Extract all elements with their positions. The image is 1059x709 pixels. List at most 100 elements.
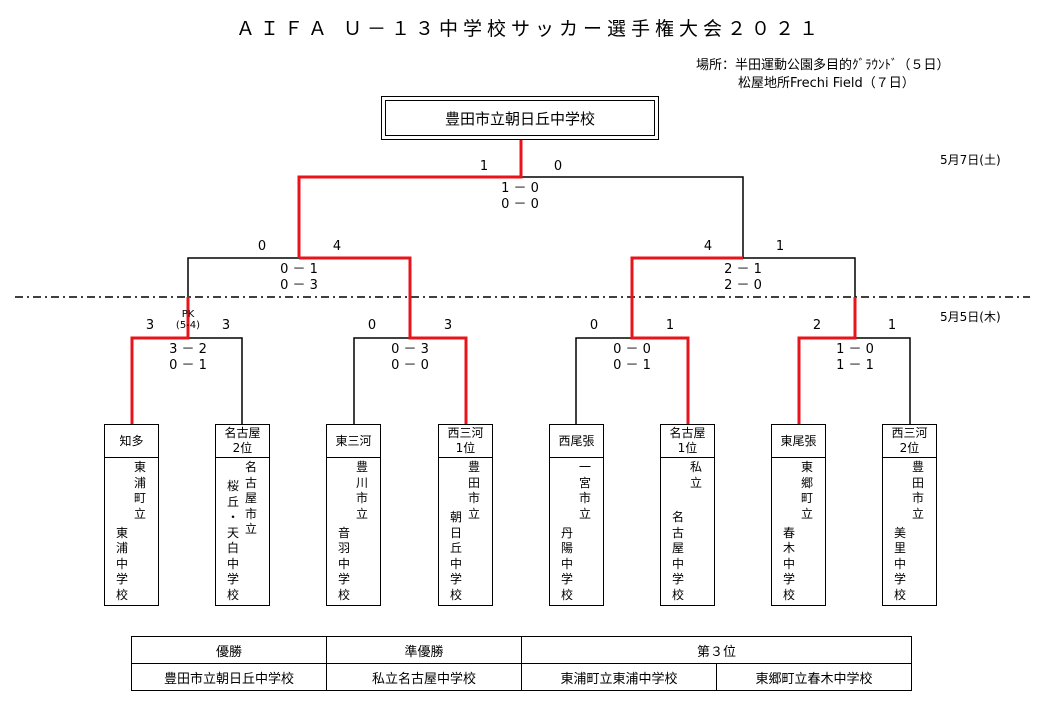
team-school-name: 美里中学校 [893, 525, 906, 602]
winner-value: 豊田市立朝日丘中学校 [131, 663, 327, 691]
sf2-halves: 2 － 1 2 － 0 [703, 262, 783, 294]
team-region-line: 名古屋 [669, 426, 706, 440]
team-region-line: 知多 [119, 433, 144, 448]
final-date: 5月7日(土) [940, 153, 1001, 167]
qf4-right-line [855, 337, 911, 424]
header-third: 第３位 [521, 636, 912, 664]
team-school-name: 丹陽中学校 [560, 525, 573, 602]
sf1-left-line [187, 257, 299, 297]
qf4-half-1: 1 － 0 [836, 342, 874, 357]
team-school-name: 音羽中学校 [337, 525, 350, 602]
header-runner-up: 準優勝 [326, 636, 522, 664]
qf1-pk-score: (5-4) [175, 320, 201, 331]
team-region-line: 名古屋 [224, 426, 261, 440]
qf4-half-2: 1 － 1 [836, 358, 874, 373]
qf3-left-line [575, 337, 632, 424]
sf2-half-1: 2 － 1 [724, 262, 762, 277]
qf3-half-1: 0 － 0 [613, 342, 651, 357]
sf1-winner-line [297, 140, 523, 258]
header-winner: 優勝 [131, 636, 327, 664]
team-region: 知多 [105, 425, 158, 458]
results-table: 優勝 準優勝 第３位 豊田市立朝日丘中学校 私立名古屋中学校 東浦町立東浦中学校… [131, 636, 912, 691]
sf2-left-score: 4 [703, 239, 713, 254]
sf2-right-line [743, 257, 856, 297]
champion-box: 豊田市立朝日丘中学校 [381, 96, 659, 140]
qf3-left-score: 0 [589, 318, 599, 333]
champion-name: 豊田市立朝日丘中学校 [385, 100, 655, 136]
team-school-name: 名古屋中学校 [671, 510, 684, 602]
team-region-line: 1位 [455, 441, 476, 455]
team-region-line: 東三河 [335, 433, 372, 448]
sf1-half-2: 0 － 3 [280, 278, 318, 293]
team-school-name: 東浦中学校 [115, 525, 128, 602]
sf2-half-2: 2 － 0 [724, 278, 762, 293]
sf1-right-score: 4 [332, 239, 342, 254]
qf1-winner-line [130, 297, 190, 424]
sf1-half-1: 0 － 1 [280, 262, 318, 277]
round1-date: 5月5日(木) [940, 310, 1001, 324]
team-box: 東三河豊川市立音羽中学校 [326, 424, 381, 606]
venue-info: 場所：半田運動公園多目的ｸﾞﾗｳﾝﾄﾞ（５日） 松屋地所Frechi Field… [696, 57, 950, 93]
qf4-winner-line [797, 297, 857, 424]
team-school-municipality: 私立 [689, 460, 702, 490]
team-school-municipality: 豊田市立 [467, 460, 480, 521]
qf3-winner-line [630, 256, 743, 424]
team-school: 東郷町立春木中学校 [772, 458, 825, 605]
team-school: 名古屋市立桜丘・天白中学校 [216, 458, 269, 605]
qf2-left-score: 0 [367, 318, 377, 333]
team-school-municipality: 豊田市立 [911, 460, 924, 521]
qf1-left-score: 3 [145, 318, 155, 333]
team-region: 西尾張 [550, 425, 603, 458]
results-header-row: 優勝 準優勝 第３位 [131, 636, 912, 664]
team-school: 一宮市立丹陽中学校 [550, 458, 603, 605]
team-region-line: 1位 [677, 441, 698, 455]
team-school-name: 桜丘・天白中学校 [226, 479, 239, 602]
venue-line-1: 場所：半田運動公園多目的ｸﾞﾗｳﾝﾄﾞ（５日） [696, 58, 950, 73]
team-box: 知多東浦町立東浦中学校 [104, 424, 159, 606]
team-box: 西尾張一宮市立丹陽中学校 [549, 424, 604, 606]
team-box: 東尾張東郷町立春木中学校 [771, 424, 826, 606]
team-school: 豊川市立音羽中学校 [327, 458, 380, 605]
team-region-line: 西三河 [447, 426, 484, 440]
team-region-line: 東尾張 [780, 433, 817, 448]
qf3-halves: 0 － 0 0 － 1 [592, 342, 672, 374]
final-right-line [521, 176, 744, 258]
qf2-left-line [353, 337, 410, 424]
sf2-right-score: 1 [775, 239, 785, 254]
team-region-line: 西尾張 [558, 433, 595, 448]
final-left-score: 1 [479, 159, 489, 174]
qf3-right-score: 1 [665, 318, 675, 333]
sf1-halves: 0 － 1 0 － 3 [259, 262, 339, 294]
qf1-halves: 3 － 2 0 － 1 [148, 342, 228, 374]
qf2-halves: 0 － 3 0 － 0 [370, 342, 450, 374]
qf1-right-line [188, 337, 243, 424]
qf1-half-2: 0 － 1 [169, 358, 207, 373]
final-half-1: 1 － 0 [501, 181, 539, 196]
team-school: 私立名古屋中学校 [661, 458, 714, 605]
qf4-halves: 1 － 0 1 － 1 [815, 342, 895, 374]
page-title: ＡＩＦＡ Ｕ－１３中学校サッカー選手権大会２０２１ [235, 18, 824, 40]
team-school-name: 朝日丘中学校 [449, 510, 462, 602]
qf1-pk-label: PK [181, 309, 195, 320]
team-school-municipality: 東浦町立 [133, 460, 146, 521]
team-school: 豊田市立美里中学校 [883, 458, 936, 605]
team-school-municipality: 東郷町立 [800, 460, 813, 521]
qf4-left-score: 2 [812, 318, 822, 333]
venue-line-2: 松屋地所Frechi Field（７日） [738, 76, 915, 91]
team-school-name: 春木中学校 [782, 525, 795, 602]
team-region-line: 2位 [899, 441, 920, 455]
final-half-2: 0 － 0 [501, 197, 539, 212]
qf4-right-score: 1 [887, 318, 897, 333]
qf1-half-1: 3 － 2 [169, 342, 207, 357]
team-region: 東尾張 [772, 425, 825, 458]
qf3-half-2: 0 － 1 [613, 358, 651, 373]
final-right-score: 0 [553, 159, 563, 174]
team-school: 東浦町立東浦中学校 [105, 458, 158, 605]
